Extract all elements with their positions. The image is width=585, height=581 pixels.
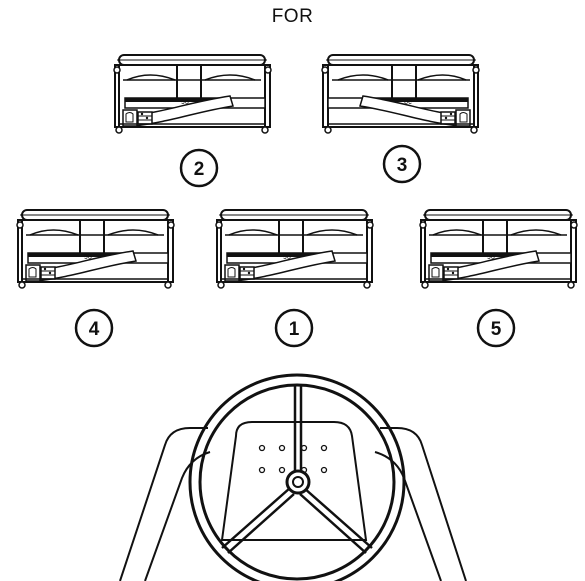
seat-icon	[119, 421, 467, 581]
position-label-3: 3	[397, 155, 408, 176]
diagram-title: FOR	[271, 6, 314, 27]
seat-belt-unit-1-icon	[215, 209, 374, 289]
seat-belt-unit-4-icon	[16, 209, 175, 289]
position-marker-2: 2	[179, 148, 219, 188]
position-label-4: 4	[89, 319, 100, 340]
position-marker-3: 3	[382, 144, 422, 184]
position-marker-4: 4	[74, 308, 114, 348]
position-label-1: 1	[289, 319, 300, 340]
seat-belt-unit-2-icon	[113, 54, 272, 134]
position-marker-1: 1	[274, 308, 314, 348]
seat-belt-unit-3-icon	[321, 54, 480, 134]
seat-belt-unit-5-icon	[419, 209, 578, 289]
position-label-5: 5	[491, 319, 502, 340]
position-label-2: 2	[194, 159, 205, 180]
position-marker-5: 5	[476, 308, 516, 348]
steering-wheel-icon	[188, 373, 406, 581]
